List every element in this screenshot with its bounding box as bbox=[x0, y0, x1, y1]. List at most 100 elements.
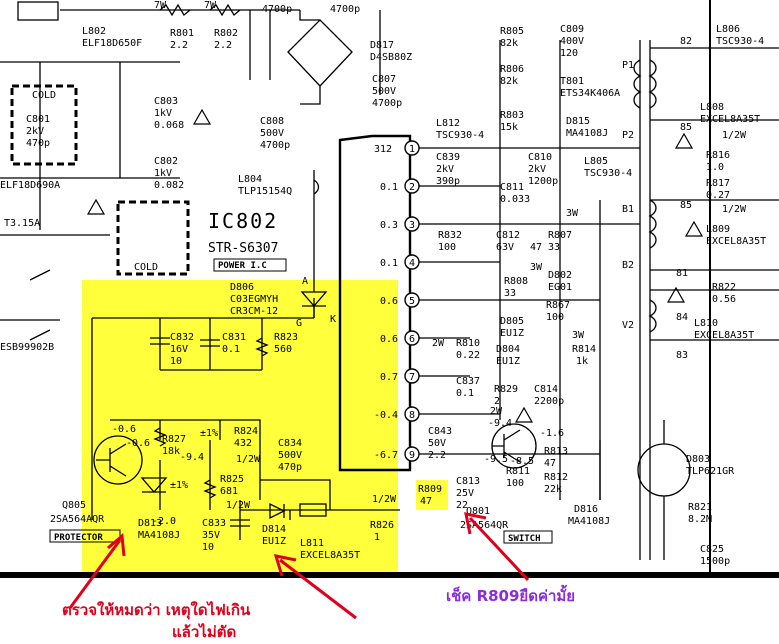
label-r810: R810 bbox=[456, 338, 480, 349]
terminal-k: K bbox=[330, 314, 336, 325]
power-half-w-e: 1/2W bbox=[722, 204, 747, 215]
label-l806-val: TSC930-4 bbox=[716, 36, 764, 47]
label-l809: L809 bbox=[706, 224, 730, 235]
ic-block-label: POWER I.C bbox=[218, 261, 267, 271]
voltage-g: -9.4 bbox=[180, 452, 204, 463]
pin-number: 1 bbox=[409, 144, 415, 155]
label-d803: D803 bbox=[686, 454, 710, 465]
label-r812: R812 bbox=[544, 472, 568, 483]
label-c809: C809 bbox=[560, 24, 584, 35]
label-d806-a: C03EGMYH bbox=[230, 294, 278, 305]
label-r814-val: 1k bbox=[576, 356, 588, 367]
label-r814: R814 bbox=[572, 344, 596, 355]
label-r827: R827 bbox=[162, 434, 186, 445]
power-half-w-b: 1/2W bbox=[226, 500, 251, 511]
label-c812-c: 47 bbox=[530, 242, 542, 253]
label-s801: ESB99902B bbox=[0, 342, 54, 353]
voltage-c: -9.4 bbox=[488, 418, 512, 429]
voltage-a: -0.6 bbox=[112, 424, 136, 435]
label-c802-c: 0.082 bbox=[154, 180, 184, 191]
label-c839-c: 390p bbox=[436, 176, 460, 187]
label-r822: R822 bbox=[712, 282, 736, 293]
label-r824-val: 432 bbox=[234, 438, 252, 449]
label-c802: C802 bbox=[154, 156, 178, 167]
label-c811: C811 bbox=[500, 182, 524, 193]
label-r812-val: 22k bbox=[544, 484, 562, 495]
label-t801-val: ETS34K406A bbox=[560, 88, 620, 99]
label-c813: C813 bbox=[456, 476, 480, 487]
label-4700p-b: 4700p bbox=[330, 4, 360, 15]
cold-label-top: COLD bbox=[32, 90, 56, 101]
label-f801: T3.15A bbox=[4, 218, 40, 229]
label-r805: R805 bbox=[500, 26, 524, 37]
label-r816-val: 1.0 bbox=[706, 162, 724, 173]
label-r809: R809 bbox=[418, 484, 442, 495]
label-r809-val: 47 bbox=[420, 496, 432, 507]
label-l805: L805 bbox=[584, 156, 608, 167]
label-r803: R803 bbox=[500, 110, 524, 121]
label-r813: R813 bbox=[544, 446, 568, 457]
node-82: 82 bbox=[680, 36, 692, 47]
label-r821-val: 8.2M bbox=[688, 514, 712, 525]
power-3w-c: 3W bbox=[572, 330, 585, 341]
node-85b: 85 bbox=[680, 200, 692, 211]
node-p2: P2 bbox=[622, 130, 634, 141]
label-c801: C801 bbox=[26, 114, 50, 125]
ic-pin-5-voltage: 0.6 bbox=[380, 296, 398, 307]
label-4700p-a: 4700p bbox=[262, 4, 292, 15]
label-r805-val: 82k bbox=[500, 38, 518, 49]
label-l804-val: TLP15154Q bbox=[238, 186, 292, 197]
label-c803-v: 1kV bbox=[154, 108, 172, 119]
voltage-h: -9.5 bbox=[484, 454, 508, 465]
power-2w-a: 2W bbox=[432, 338, 445, 349]
power-2w-b: 2W bbox=[490, 406, 503, 417]
label-r802: R802 bbox=[214, 28, 238, 39]
pin-number: 7 bbox=[409, 372, 415, 383]
voltage-b: -0.6 bbox=[126, 438, 150, 449]
label-l801: ELF18D690A bbox=[0, 180, 60, 191]
label-t801: T801 bbox=[560, 76, 584, 87]
label-c814: C814 bbox=[534, 384, 558, 395]
label-r807: R807 bbox=[548, 230, 572, 241]
label-l810-val: EXCEL8A35T bbox=[694, 330, 754, 341]
label-l805-val: TSC930-4 bbox=[584, 168, 632, 179]
label-c803: C803 bbox=[154, 96, 178, 107]
label-r811: R811 bbox=[506, 466, 530, 477]
label-c831-val: 0.1 bbox=[222, 344, 240, 355]
power-half-w-a: 1/2W bbox=[236, 454, 261, 465]
pin-number: 2 bbox=[409, 182, 415, 193]
arrow-icon bbox=[68, 512, 530, 620]
ic-pin-8-voltage: -0.4 bbox=[374, 410, 398, 421]
label-c834: C834 bbox=[278, 438, 302, 449]
label-c843-v: 50V bbox=[428, 438, 446, 449]
label-7w-b: 7W bbox=[204, 0, 217, 11]
label-l811: L811 bbox=[300, 538, 324, 549]
label-d816: D816 bbox=[574, 504, 598, 515]
label-c807-c: 4700p bbox=[372, 98, 402, 109]
label-c803-c: 0.068 bbox=[154, 120, 184, 131]
ic-pin-2-voltage: 0.1 bbox=[380, 182, 398, 193]
warning-icon bbox=[86, 108, 704, 423]
ic-pin-6-voltage: 0.6 bbox=[380, 334, 398, 345]
label-d815-val: MA4108J bbox=[566, 128, 608, 139]
power-3w-a: 3W bbox=[566, 208, 579, 219]
annotation-check-r809: เช็ค R809ยืดค่ามั้ย bbox=[446, 587, 576, 605]
label-l810: L810 bbox=[694, 318, 718, 329]
label-c813-c: 22 bbox=[456, 500, 468, 511]
label-d814-val: EU1Z bbox=[262, 536, 286, 547]
label-r803-val: 15k bbox=[500, 122, 518, 133]
node-v2: V2 bbox=[622, 320, 634, 331]
label-c832-c: 10 bbox=[170, 356, 182, 367]
label-c832: C832 bbox=[170, 332, 194, 343]
label-r816: R816 bbox=[706, 150, 730, 161]
label-c832-v: 16V bbox=[170, 344, 188, 355]
label-l812-val: TSC930-4 bbox=[436, 130, 484, 141]
terminal-a: A bbox=[302, 276, 308, 287]
label-l806: L806 bbox=[716, 24, 740, 35]
label-r823-val: 560 bbox=[274, 344, 292, 355]
label-r824: R824 bbox=[234, 426, 258, 437]
ic-pin-4-voltage: 0.1 bbox=[380, 258, 398, 269]
label-r825: R825 bbox=[220, 474, 244, 485]
label-l808: L808 bbox=[700, 102, 724, 113]
label-l808-val: EXCEL8A35T bbox=[700, 114, 760, 125]
